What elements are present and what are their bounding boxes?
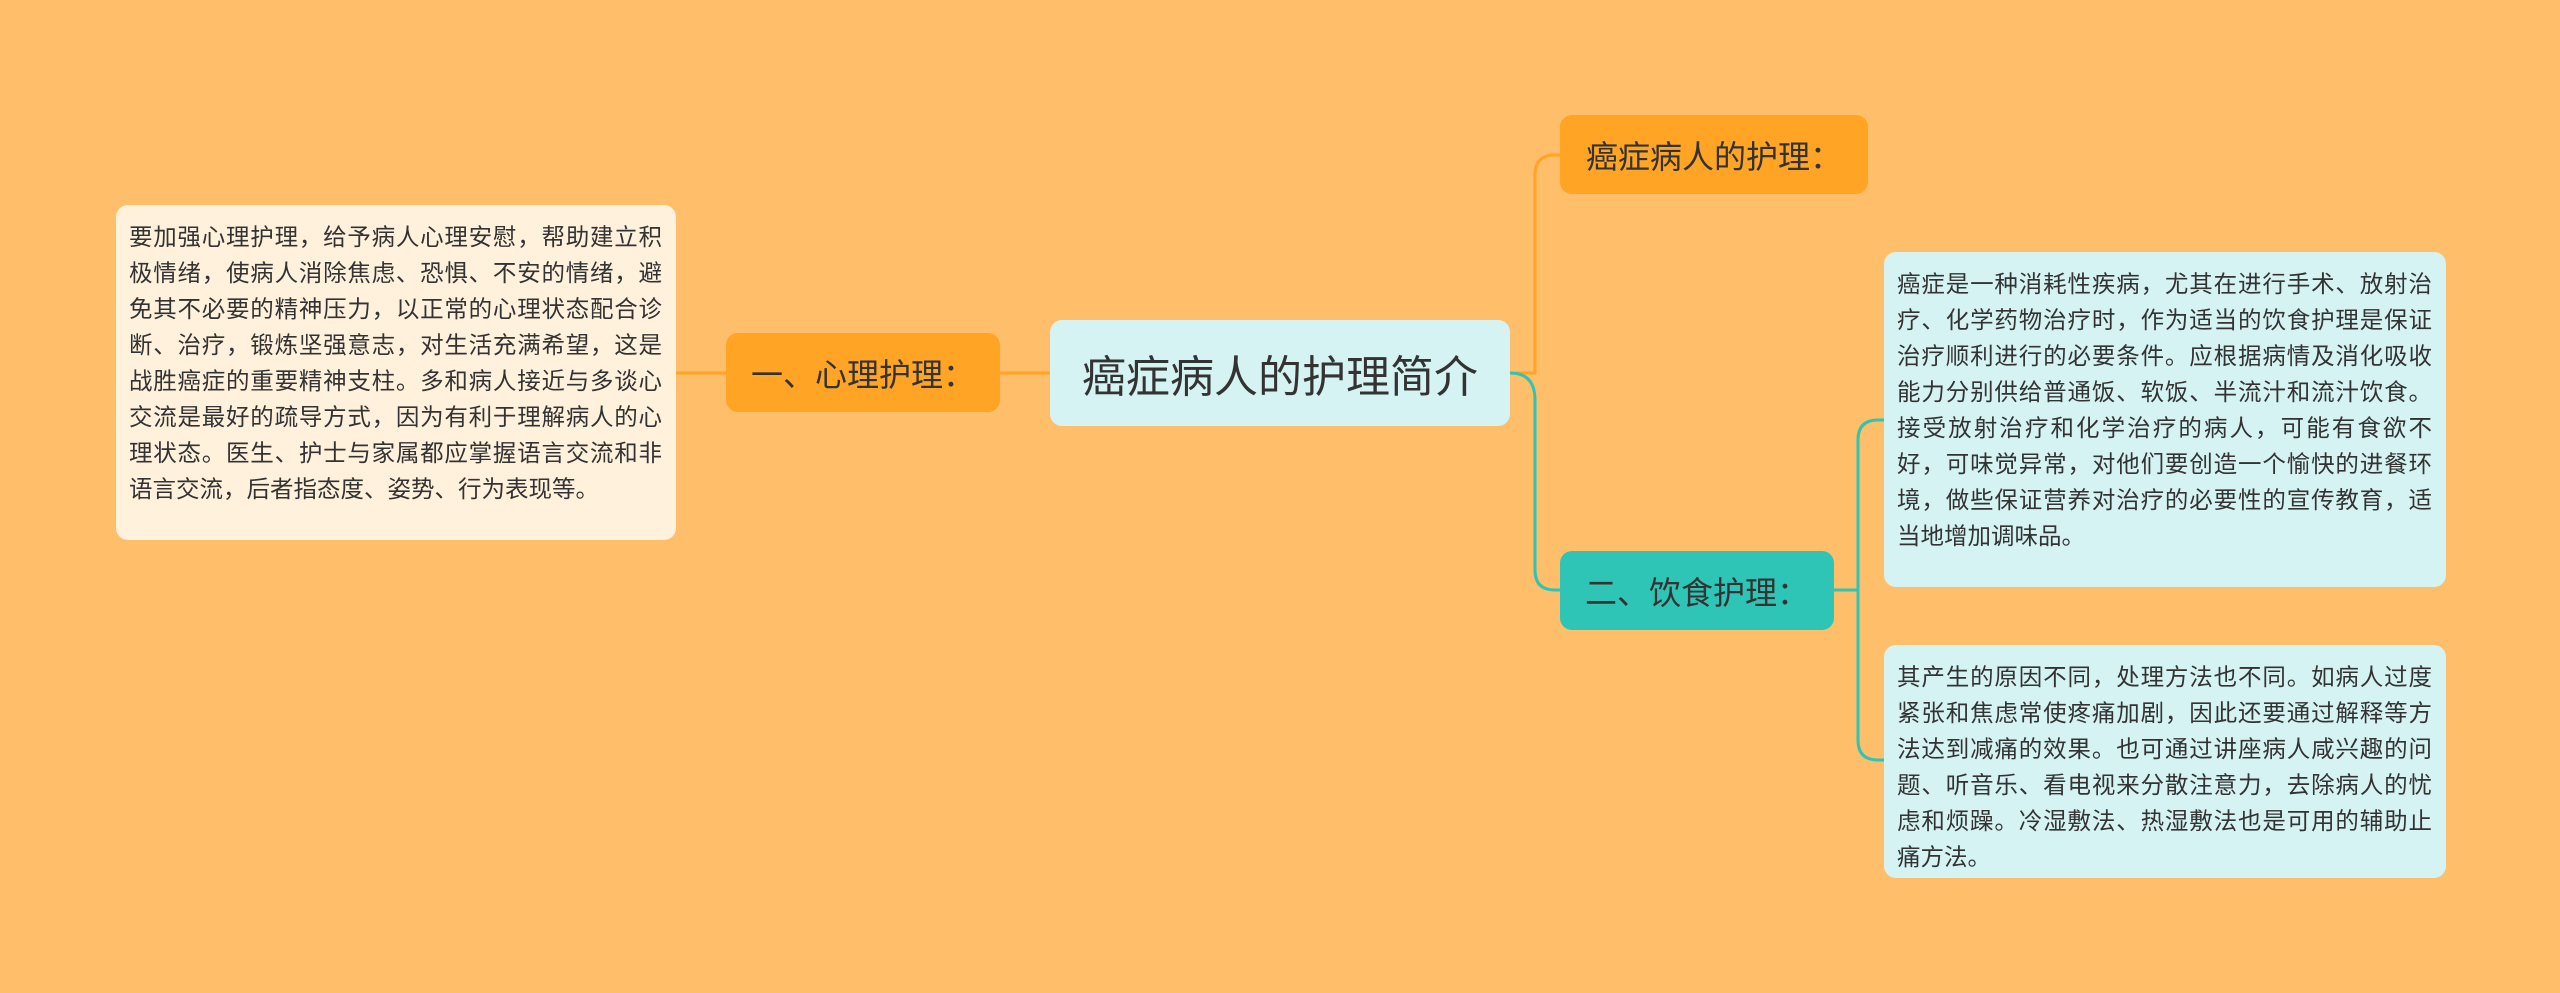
link-diet-leaf2 [1856,590,1884,762]
branch-psychology-care[interactable]: 一、心理护理： [726,333,1000,412]
link-diet-leaf1 [1856,418,1884,590]
link-center-diet [1509,371,1560,592]
branch-diet-care[interactable]: 二、饮食护理： [1560,551,1834,630]
psychology-care-detail[interactable]: 要加强心理护理，给予病人心理安慰，帮助建立积极情绪，使病人消除焦虑、恐惧、不安的… [116,205,676,540]
central-topic[interactable]: 癌症病人的护理简介 [1050,320,1510,426]
link-center-care [1510,153,1560,375]
diet-care-detail-1[interactable]: 癌症是一种消耗性疾病，尤其在进行手术、放射治疗、化学药物治疗时，作为适当的饮食护… [1884,252,2446,587]
diet-care-detail-2[interactable]: 其产生的原因不同，处理方法也不同。如病人过度紧张和焦虑常使疼痛加剧，因此还要通过… [1884,645,2446,878]
branch-cancer-patient-care[interactable]: 癌症病人的护理： [1560,115,1868,194]
